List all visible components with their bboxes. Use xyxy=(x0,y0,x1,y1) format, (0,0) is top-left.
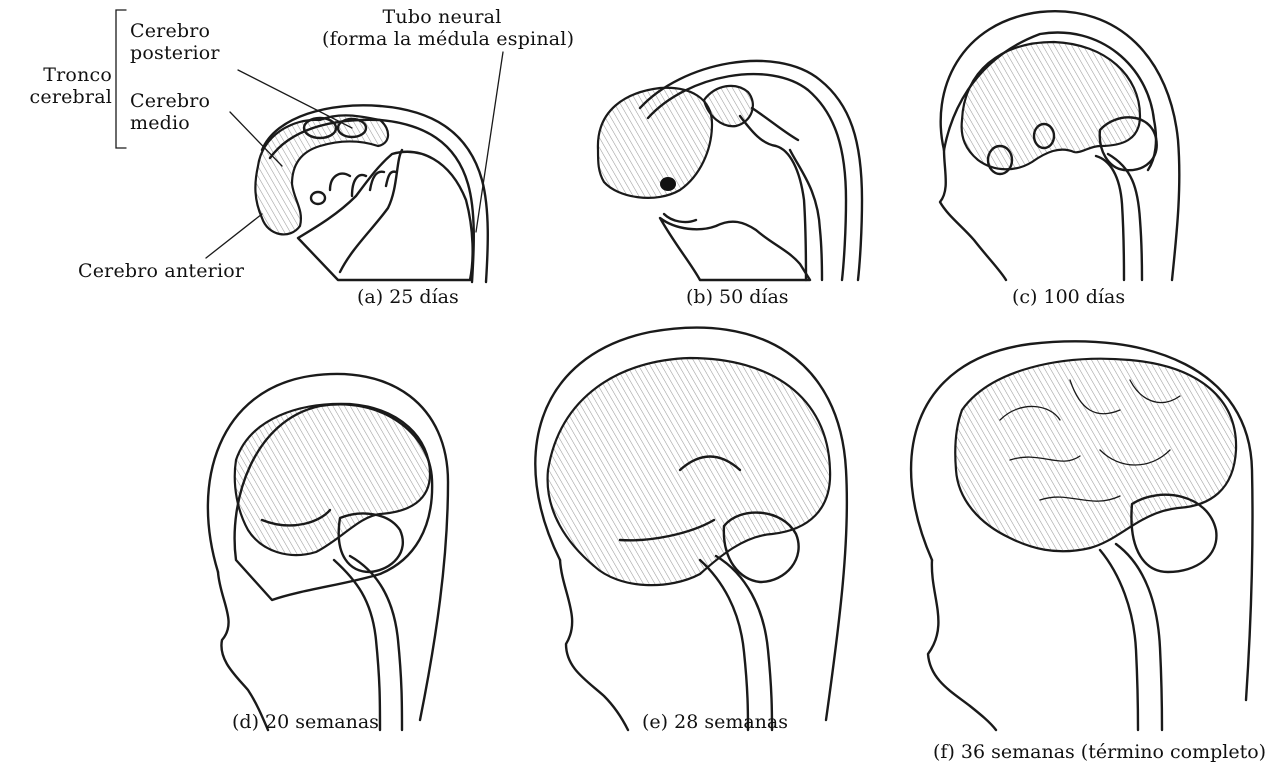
caption-f: (f) 36 semanas (término completo) xyxy=(933,741,1266,763)
